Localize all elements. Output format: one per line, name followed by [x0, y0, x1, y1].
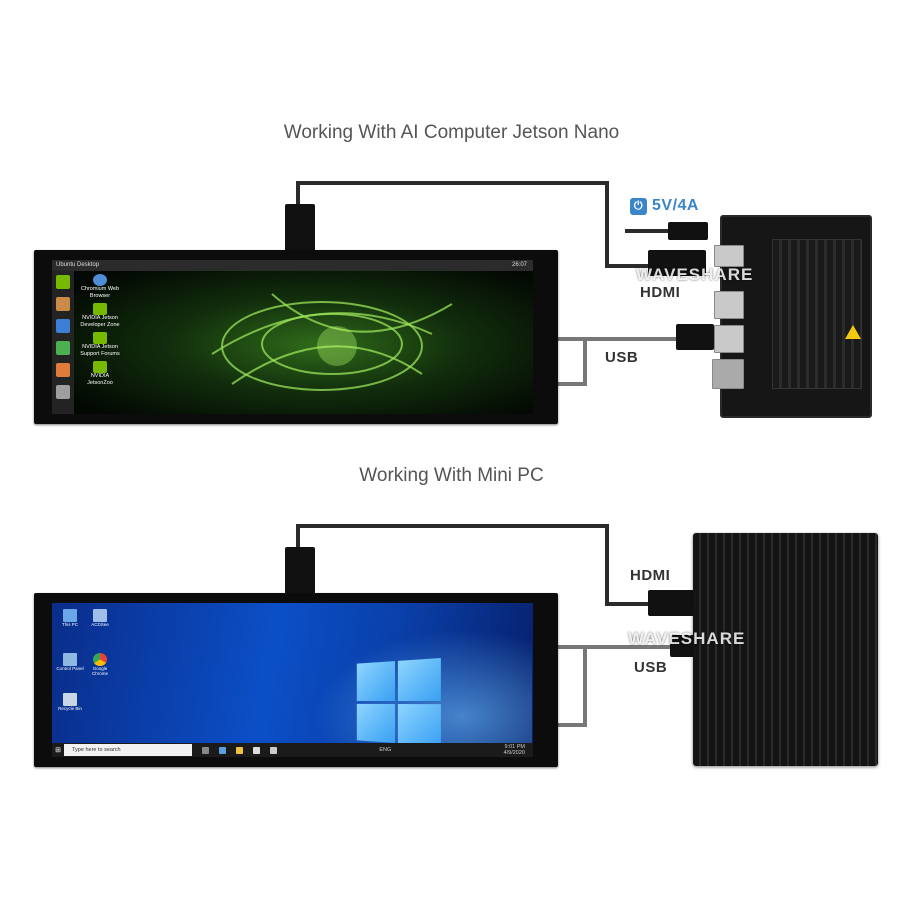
nvidia-wallpaper-swirl [211, 293, 453, 391]
computer-icon [63, 609, 77, 622]
tray-language[interactable]: ENG [379, 747, 392, 753]
ubuntu-launcher [52, 271, 74, 414]
windows-taskbar: ⊞ Type here to search ENG 9:01 PM 4/9/20… [52, 743, 533, 757]
power-label-text: 5V/4A [652, 197, 699, 214]
power-plug [668, 222, 708, 240]
desktop-icon-label: NVIDIA JetsonZoo [87, 373, 113, 386]
nvidia-icon [93, 332, 107, 344]
usb-cable-minipc [555, 645, 587, 727]
task-view-icon[interactable] [202, 746, 209, 754]
mail-icon[interactable] [270, 746, 277, 754]
acdsee-icon [93, 609, 107, 622]
desktop-icon[interactable]: ACDSee [86, 609, 114, 627]
desktop-icon-label: NVIDIA Jetson Developer Zone [80, 315, 120, 328]
launcher-icon[interactable] [56, 275, 70, 289]
launcher-icon[interactable] [56, 297, 70, 311]
nvidia-icon [93, 361, 107, 373]
power-icon: ⏻ [630, 197, 647, 215]
desktop-icon[interactable]: NVIDIA Jetson Developer Zone [80, 303, 120, 328]
heatsink [772, 239, 862, 389]
launcher-icon[interactable] [56, 363, 70, 377]
monitor-jetson: Ubuntu Desktop 26:07 Chromium Web Browse… [34, 250, 558, 424]
desktop-icon[interactable]: NVIDIA Jetson Support Forums [80, 332, 120, 357]
taskbar-apps [202, 746, 277, 754]
launcher-icon[interactable] [56, 319, 70, 333]
desktop-icon[interactable]: Recycle Bin [56, 693, 84, 711]
desktop-icon[interactable]: NVIDIA JetsonZoo [80, 361, 120, 386]
desktop-icon-label: Google Chrome [91, 666, 108, 676]
warning-triangle-icon [845, 325, 861, 339]
desktop-icon[interactable]: This PC [56, 609, 84, 627]
monitor-minipc: This PC ACDSee Control Panel Google Chro… [34, 593, 558, 767]
usb-plug-icon [670, 635, 696, 657]
windows-start-icon[interactable]: ⊞ [55, 747, 61, 754]
desktop-icon-label: Chromium Web Browser [80, 286, 120, 299]
hdmi-cable-minipc-end [605, 602, 650, 606]
hdmi-plug-icon [648, 590, 694, 616]
ubuntu-desktop-icons: Chromium Web Browser NVIDIA Jetson Devel… [80, 274, 120, 390]
usb-plug-icon [676, 324, 714, 350]
explorer-icon[interactable] [236, 746, 243, 754]
ubuntu-topbar: Ubuntu Desktop 26:07 [52, 260, 533, 271]
power-cable [625, 229, 670, 233]
desktop-icon[interactable]: Google Chrome [86, 653, 114, 676]
tray-time: 9:01 PM [504, 744, 525, 750]
desktop-icon-label: ACDSee [91, 622, 109, 627]
hdmi-port [714, 245, 744, 267]
desktop-icon-label: This PC [61, 622, 78, 627]
usb-port [714, 291, 744, 319]
ethernet-port [712, 359, 744, 389]
windows-screen: This PC ACDSee Control Panel Google Chro… [52, 603, 533, 757]
recycle-bin-icon [63, 693, 77, 706]
hdmi-label-minipc: HDMI [630, 567, 671, 584]
hdmi-plug-icon [648, 250, 706, 276]
ubuntu-screen: Ubuntu Desktop 26:07 Chromium Web Browse… [52, 260, 533, 414]
usb-label-minipc: USB [634, 659, 668, 676]
windows-logo [356, 658, 441, 746]
hdmi-plug-icon [285, 547, 315, 595]
desktop-icon[interactable]: Control Panel [56, 653, 84, 671]
launcher-icon[interactable] [56, 341, 70, 355]
usb-cable-jetson-top [583, 337, 678, 341]
tray-clock[interactable]: 9:01 PM 4/9/2020 [504, 744, 525, 756]
usb-port [714, 325, 744, 353]
nvidia-icon [93, 303, 107, 315]
chromium-icon [93, 274, 107, 286]
hdmi-label-jetson: HDMI [640, 284, 681, 301]
usb-label-jetson: USB [605, 349, 639, 366]
desktop-icon[interactable]: Chromium Web Browser [80, 274, 120, 299]
taskbar-search-input[interactable]: Type here to search [64, 744, 192, 756]
hdmi-plug-icon [285, 204, 315, 252]
topbar-title: Ubuntu Desktop [56, 262, 100, 268]
power-label: ⏻ 5V/4A [630, 197, 699, 215]
watermark-jetson: WAVESHARE [636, 265, 754, 284]
usb-cable-jetson [555, 337, 587, 386]
usb-cable-minipc-top [583, 645, 673, 649]
watermark-minipc: WAVESHARE [628, 629, 746, 648]
store-icon[interactable] [253, 746, 260, 754]
desktop-icon-label: Recycle Bin [58, 706, 82, 711]
chrome-icon [93, 653, 107, 666]
edge-icon[interactable] [219, 746, 226, 754]
jetson-nano-board [712, 215, 872, 418]
hdmi-cable-jetson-end [605, 264, 650, 268]
desktop-icon-label: Control Panel [56, 666, 84, 671]
section-title-jetson: Working With AI Computer Jetson Nano [283, 122, 620, 143]
launcher-icon[interactable] [56, 385, 70, 399]
mini-pc [693, 533, 878, 766]
tray-date: 4/9/2020 [503, 750, 525, 756]
section-title-minipc: Working With Mini PC [359, 465, 544, 486]
control-panel-icon [63, 653, 77, 666]
topbar-clock[interactable]: 26:07 [511, 262, 527, 268]
desktop-icon-label: NVIDIA Jetson Support Forums [80, 344, 120, 357]
